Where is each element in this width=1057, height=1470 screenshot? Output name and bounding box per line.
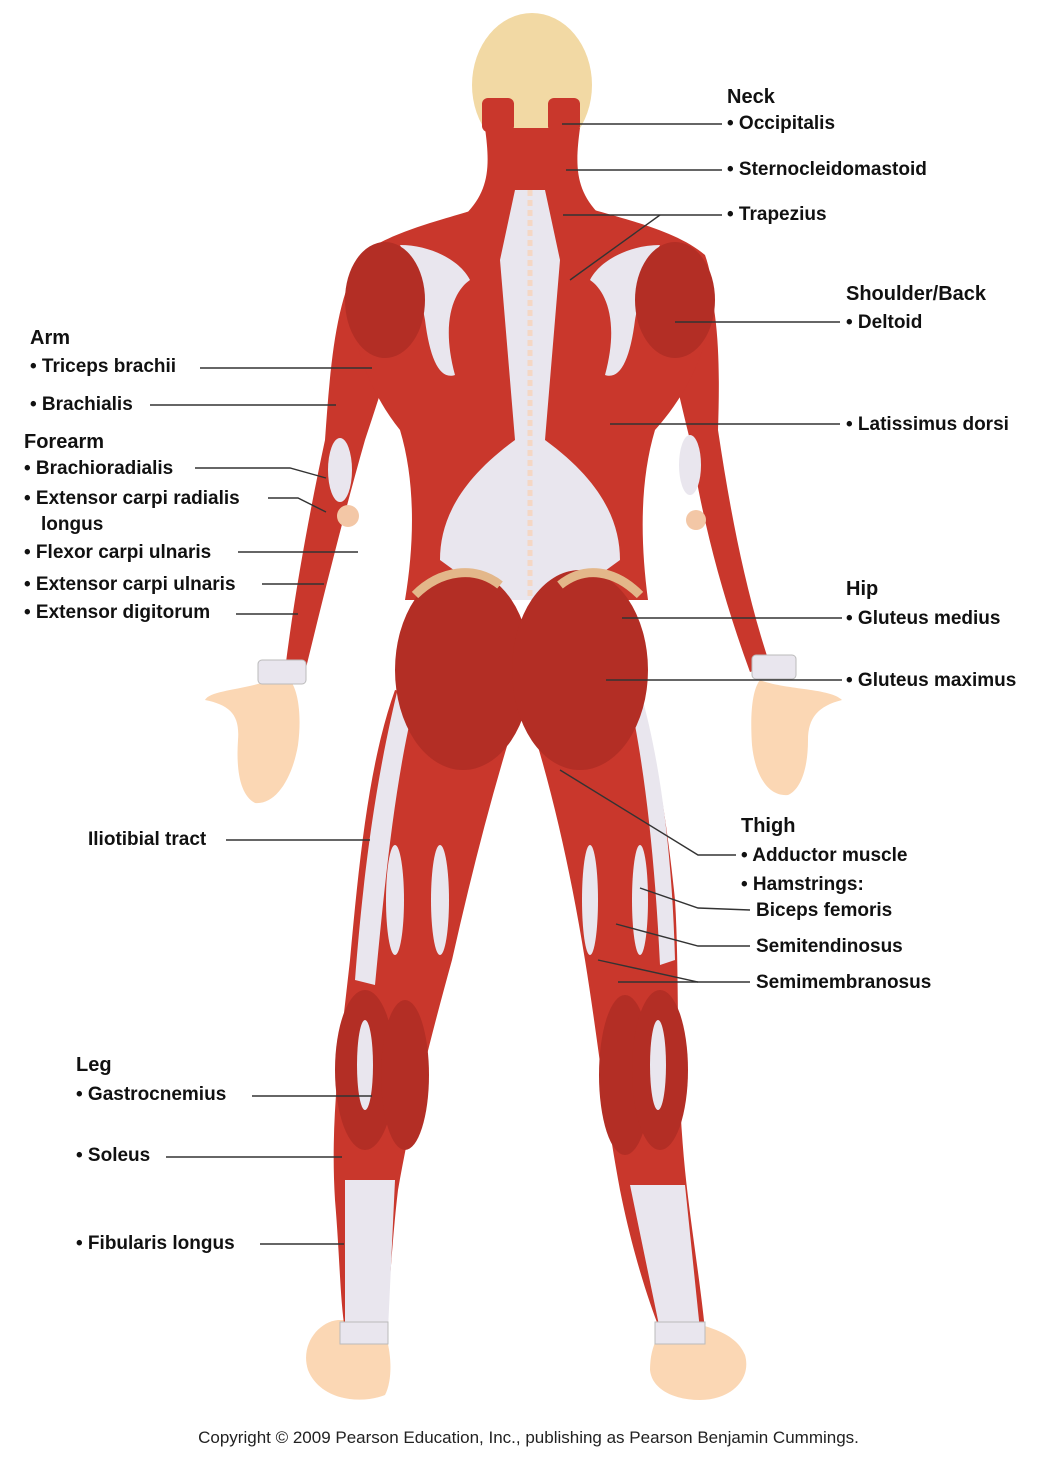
- left-thigh-tendon-2: [431, 845, 449, 955]
- label-brachialis: • Brachialis: [30, 394, 133, 415]
- group-arm: Arm: [30, 327, 71, 349]
- left-hand: [205, 680, 300, 804]
- iliotibial-tract-band: [355, 680, 415, 985]
- label-triceps-brachii: • Triceps brachii: [30, 356, 177, 377]
- leader-semitendinosus: [615, 923, 750, 947]
- right-calf-tendon: [650, 1020, 666, 1110]
- label-gluteus-medius: • Gluteus medius: [846, 608, 1001, 629]
- left-forearm-tendon: [328, 438, 352, 502]
- neck: [465, 128, 600, 215]
- occipitalis-left: [482, 98, 514, 132]
- left-iliac-crest: [411, 568, 503, 599]
- left-ankle-band: [339, 1321, 389, 1345]
- label-hamstrings: • Hamstrings:: [741, 874, 864, 895]
- label-extensor-carpi-ulnaris: • Extensor carpi ulnaris: [24, 574, 236, 595]
- label-sternocleidomastoid: • Sternocleidomastoid: [727, 159, 927, 180]
- label-soleus: • Soleus: [76, 1145, 151, 1166]
- label-gastrocnemius: • Gastrocnemius: [76, 1084, 227, 1105]
- right-gluteus: [512, 570, 648, 770]
- label-extensor-carpi-radialis: • Extensor carpi radialis: [24, 488, 240, 509]
- label-fibularis-longus: • Fibularis longus: [76, 1233, 235, 1254]
- label-extensor-digitorum: • Extensor digitorum: [24, 602, 211, 623]
- copyright-notice: Copyright © 2009 Pearson Education, Inc.…: [198, 1428, 859, 1447]
- label-gluteus-maximus: • Gluteus maximus: [846, 670, 1017, 691]
- right-thigh-tendon-1: [582, 845, 598, 955]
- label-flexor-carpi-ulnaris: • Flexor carpi ulnaris: [24, 542, 212, 563]
- right-iliac-crest: [557, 568, 644, 599]
- leader-adductor: [559, 769, 736, 856]
- label-occipitalis: • Occipitalis: [727, 113, 836, 134]
- label-adductor-muscle: • Adductor muscle: [741, 845, 908, 866]
- left-elbow: [337, 505, 359, 527]
- label-brachioradialis: • Brachioradialis: [24, 458, 174, 479]
- leader-trapezius-b: [569, 214, 661, 281]
- left-gluteus: [395, 570, 531, 770]
- leader-lines: [150, 123, 842, 1245]
- label-semitendinosus: Semitendinosus: [756, 936, 903, 957]
- left-achilles-tendon: [345, 1180, 395, 1330]
- label-latissimus-dorsi: • Latissimus dorsi: [846, 414, 1009, 435]
- group-forearm: Forearm: [24, 431, 105, 453]
- group-neck: Neck: [727, 86, 775, 108]
- label-semimembranosus: Semimembranosus: [756, 972, 932, 993]
- left-deltoid: [345, 242, 425, 358]
- label-extensor-carpi-radialis-longus: longus: [41, 514, 104, 535]
- right-thigh-tendon-2: [632, 845, 648, 955]
- left-gastrocnemius-2: [381, 1000, 429, 1150]
- left-calf-tendon: [357, 1020, 373, 1110]
- occipitalis-right: [548, 98, 580, 132]
- group-shoulder-back: Shoulder/Back: [846, 283, 987, 305]
- right-elbow: [686, 510, 706, 530]
- left-wrist-band: [257, 659, 307, 685]
- left-thigh-tendon-1: [386, 845, 404, 955]
- right-hand: [751, 680, 842, 796]
- label-biceps-femoris: Biceps femoris: [756, 900, 893, 921]
- label-deltoid: • Deltoid: [846, 312, 923, 333]
- right-achilles-tendon: [630, 1185, 700, 1330]
- right-deltoid: [635, 242, 715, 358]
- right-wrist-band: [751, 654, 797, 680]
- leader-brachioradialis: [195, 467, 327, 479]
- leader-biceps-femoris: [639, 887, 751, 911]
- group-hip: Hip: [846, 578, 879, 600]
- right-ankle-band: [654, 1321, 706, 1345]
- leader-extensor-carpi-radialis: [268, 497, 327, 513]
- right-forearm-tendon: [679, 435, 701, 495]
- group-leg: Leg: [76, 1054, 112, 1076]
- label-iliotibial-tract: Iliotibial tract: [88, 829, 207, 850]
- label-trapezius: • Trapezius: [727, 204, 827, 225]
- group-thigh: Thigh: [741, 815, 796, 837]
